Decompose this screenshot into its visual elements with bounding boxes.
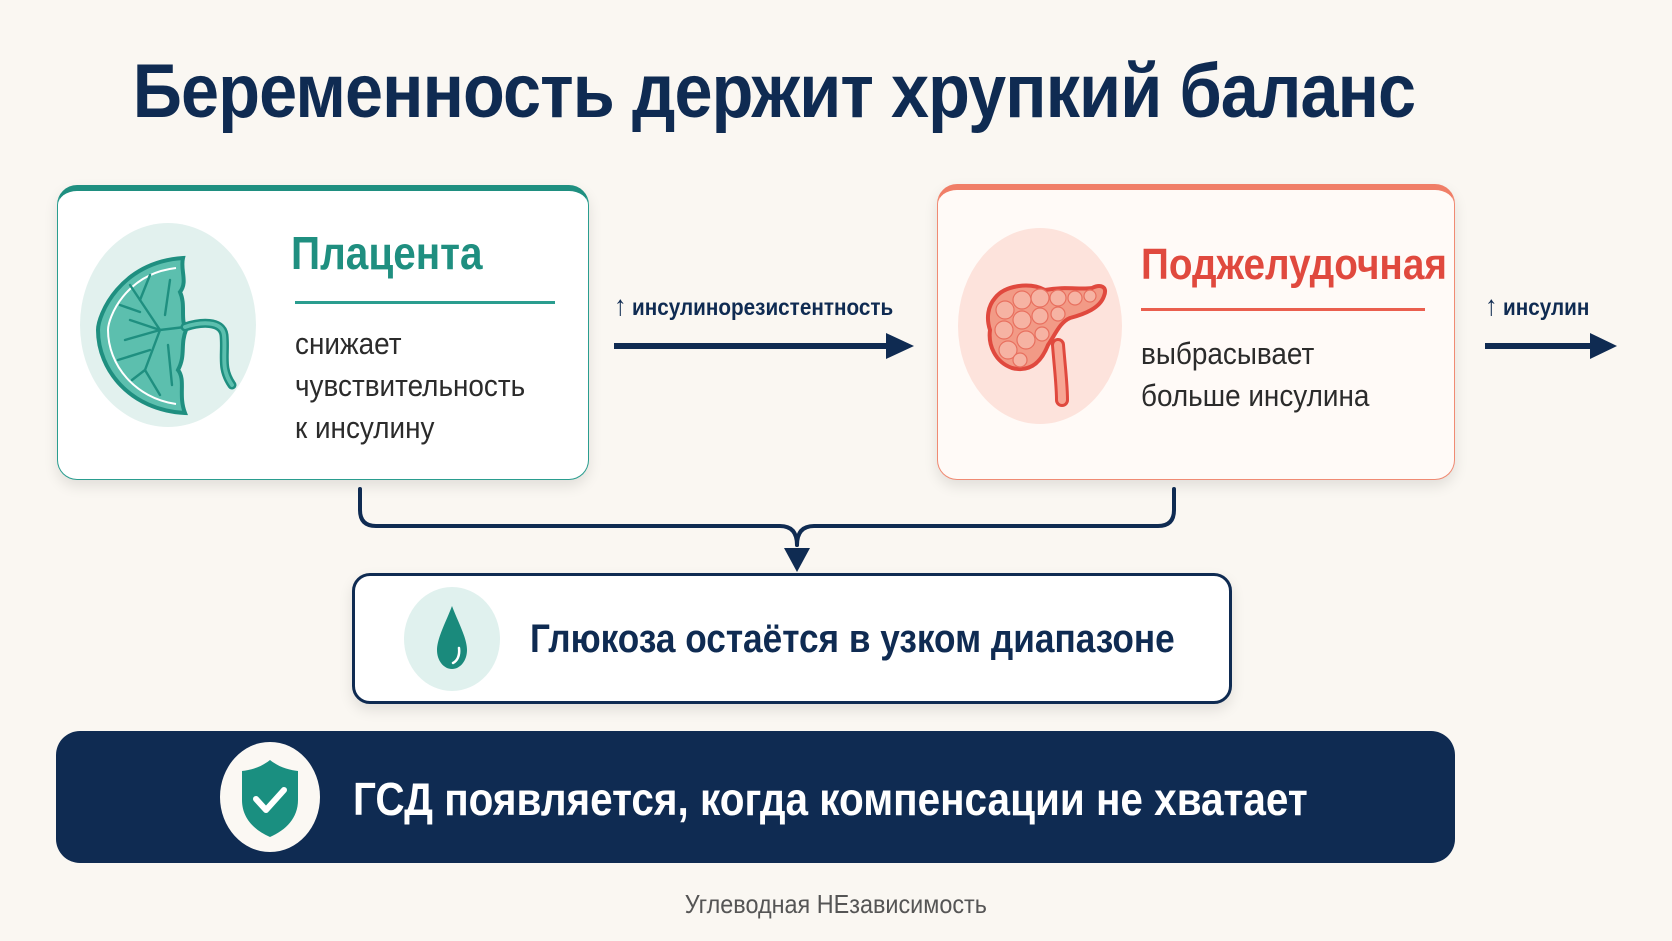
arrow-up-icon: ↑ — [1485, 290, 1498, 321]
arrow-right-icon — [1485, 333, 1617, 359]
page-title: Беременность держит хрупкий баланс — [132, 49, 1416, 134]
arrow-down-icon — [784, 548, 810, 572]
placenta-title: Плацента — [291, 227, 483, 279]
glucose-text: Глюкоза остаётся в узком диапазоне — [530, 617, 1175, 661]
pancreas-description: выбрасывает больше инсулина — [1141, 336, 1370, 413]
placenta-divider — [295, 301, 555, 304]
insulin-label: ↑инсулин — [1485, 290, 1590, 321]
pancreas-title: Поджелудочная — [1141, 240, 1447, 289]
pancreas-divider — [1141, 308, 1425, 311]
insulin-resistance-label: ↑инсулинорезистентность — [614, 290, 894, 321]
arrow-right-icon — [614, 333, 914, 359]
arrow-up-icon: ↑ — [614, 290, 627, 321]
banner-text: ГСД появляется, когда компенсации не хва… — [353, 773, 1308, 825]
placenta-description: снижает чувствительность к инсулину — [295, 326, 526, 445]
footer-brand: Углеводная НЕзависимость — [684, 889, 988, 919]
merge-connector — [358, 487, 1176, 547]
